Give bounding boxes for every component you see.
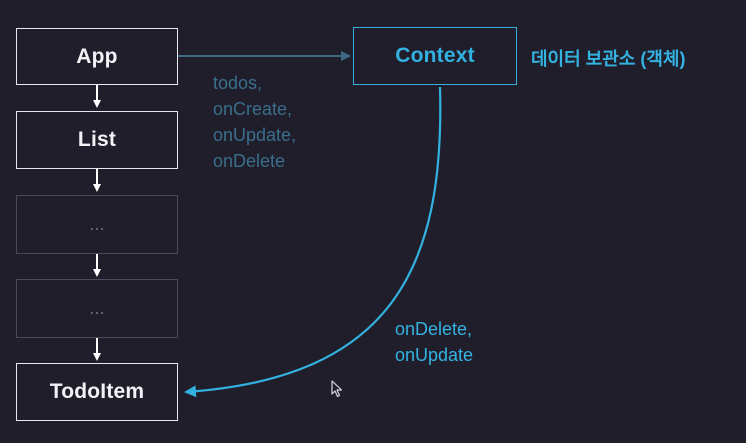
props-label: todos, — [213, 73, 263, 93]
context-note: 데이터 보관소 (객체) — [531, 49, 686, 69]
node-list-label: List — [77, 128, 117, 151]
callback-label-list: onDelete, onUpdate — [395, 316, 473, 368]
mouse-pointer-icon — [331, 380, 343, 398]
node-context-label: Context — [395, 44, 475, 67]
node-ellipsis-1: ... — [16, 195, 178, 254]
node-ellipsis-1-label: ... — [89, 214, 105, 234]
node-todoitem: TodoItem — [16, 363, 178, 421]
node-app-label: App — [76, 44, 118, 68]
callback-label: onDelete, — [395, 319, 473, 339]
props-label: onUpdate, — [213, 125, 297, 145]
node-ellipsis-2-label: ... — [89, 298, 105, 318]
node-list: List — [16, 111, 178, 169]
callback-label: onUpdate — [395, 345, 474, 365]
node-ellipsis-2: ... — [16, 279, 178, 338]
props-label: onCreate, — [213, 99, 293, 119]
node-context: Context — [353, 27, 517, 85]
node-app: App — [16, 28, 178, 85]
node-todoitem-label: TodoItem — [49, 380, 145, 403]
props-label: onDelete — [213, 151, 286, 171]
arrow-context-to-todoitem — [184, 86, 442, 398]
props-label-list: todos, onCreate, onUpdate, onDelete — [213, 70, 296, 174]
